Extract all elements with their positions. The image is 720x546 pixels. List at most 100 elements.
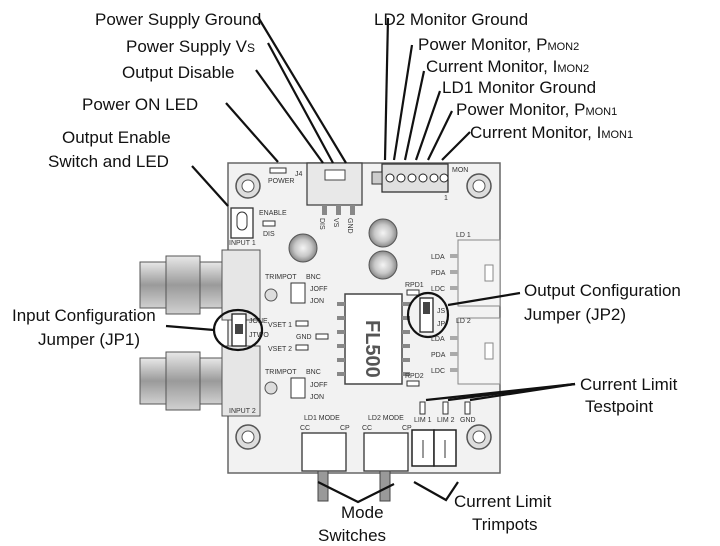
ld1-connector bbox=[450, 239, 501, 307]
ldc-label: LDC bbox=[431, 286, 445, 293]
lda-label: LDA bbox=[431, 254, 445, 261]
cc-label: CC bbox=[362, 425, 372, 432]
callout-output-config-1: Output Configuration bbox=[524, 281, 681, 300]
callout-output-disable: Output Disable bbox=[122, 63, 234, 82]
jp-label: JP bbox=[437, 321, 446, 328]
pda-label: PDA bbox=[431, 270, 446, 277]
ld1-label: LD 1 bbox=[456, 232, 471, 239]
ld1-mode-label: LD1 MODE bbox=[304, 415, 340, 422]
rpd2-resistor bbox=[406, 380, 420, 387]
mounting-hole bbox=[466, 173, 492, 199]
mounting-hole bbox=[235, 173, 261, 199]
callout-power-monitor-2: Power Monitor, PMON2 bbox=[418, 35, 579, 54]
joff-label: JOFF bbox=[310, 286, 328, 293]
callout-current-limit-tp-1: Current Limit bbox=[580, 375, 678, 394]
power-label: POWER bbox=[268, 178, 294, 185]
callout-output-enable-1: Output Enable bbox=[62, 128, 171, 147]
callout-power-on-led: Power ON LED bbox=[82, 95, 198, 114]
chip-label: FL500 bbox=[361, 320, 383, 378]
callout-output-config-2: Jumper (JP2) bbox=[524, 305, 626, 324]
callout-ld1-monitor-ground: LD1 Monitor Ground bbox=[442, 78, 596, 97]
testpoint bbox=[295, 344, 309, 351]
ld2-mode-label: LD2 MODE bbox=[368, 415, 404, 422]
dis-label: DIS bbox=[263, 231, 275, 238]
bnc-jumper-1 bbox=[290, 282, 306, 304]
capacitor bbox=[368, 218, 398, 248]
callout-power-supply-ground: Power Supply Ground bbox=[95, 10, 261, 29]
j4-label: J4 bbox=[295, 171, 303, 178]
callout-current-monitor-1: Current Monitor, IMON1 bbox=[470, 123, 633, 142]
trimpot-label: TRIMPOT bbox=[265, 274, 297, 281]
cp-label: CP bbox=[340, 425, 350, 432]
output-enable-switch bbox=[230, 207, 254, 239]
callout-power-monitor-1: Power Monitor, PMON1 bbox=[456, 100, 617, 119]
callout-mode-switches-1: Mode bbox=[341, 503, 384, 522]
lim1-testpoint bbox=[419, 401, 426, 415]
rpd1-label: RPD1 bbox=[405, 282, 424, 289]
lim2-label: LIM 2 bbox=[437, 417, 455, 424]
callout-ld2-monitor-ground: LD2 Monitor Ground bbox=[374, 10, 528, 29]
monitor-terminal-block bbox=[371, 163, 449, 193]
mon-label: MON bbox=[452, 167, 468, 174]
cp-label: CP bbox=[402, 425, 412, 432]
lim-gnd-label: GND bbox=[460, 417, 476, 424]
bnc-connector-input1 bbox=[139, 249, 261, 321]
pda-label: PDA bbox=[431, 352, 446, 359]
power-led bbox=[269, 167, 287, 174]
callout-input-config-1: Input Configuration bbox=[12, 306, 156, 325]
bnc-label: BNC bbox=[306, 369, 321, 376]
gnd-testpoint bbox=[464, 401, 471, 415]
js-label: JS bbox=[437, 308, 446, 315]
bnc-connector-input2 bbox=[139, 345, 261, 417]
callout-current-limit-tp-2: Testpoint bbox=[585, 397, 653, 416]
ld1-mode-switch bbox=[301, 432, 347, 502]
power-connector-j4 bbox=[306, 162, 363, 215]
vs-pin-label: VS bbox=[332, 218, 339, 228]
bnc-label: BNC bbox=[306, 274, 321, 281]
lim1-label: LIM 1 bbox=[414, 417, 432, 424]
jp1-shunt bbox=[235, 324, 243, 334]
trimpot-label: TRIMPOT bbox=[265, 369, 297, 376]
gnd-pin-label: GND bbox=[346, 218, 353, 234]
capacitor bbox=[288, 233, 318, 263]
testpoint bbox=[315, 333, 329, 340]
ld2-label: LD 2 bbox=[456, 318, 471, 325]
callout-current-limit-trim-2: Trimpots bbox=[472, 515, 538, 534]
jp2-shunt bbox=[423, 302, 430, 314]
mounting-hole bbox=[235, 424, 261, 450]
fl500-chip bbox=[337, 293, 410, 385]
callout-current-limit-trim-1: Current Limit bbox=[454, 492, 552, 511]
callout-power-supply-vs: Power Supply VS bbox=[126, 37, 255, 56]
jtwo-label: JTWO bbox=[249, 332, 269, 339]
mounting-hole bbox=[466, 424, 492, 450]
bnc-jumper-2 bbox=[290, 377, 306, 399]
ldc-label: LDC bbox=[431, 368, 445, 375]
enable-label: ENABLE bbox=[259, 210, 287, 217]
callout-input-config-2: Jumper (JP1) bbox=[38, 330, 140, 349]
cc-label: CC bbox=[300, 425, 310, 432]
testpoint bbox=[295, 320, 309, 327]
lda-label: LDA bbox=[431, 336, 445, 343]
gnd-testpoint-label: GND bbox=[296, 334, 312, 341]
callout-lines bbox=[165, 16, 576, 504]
callout-mode-switches-2: Switches bbox=[318, 526, 386, 545]
input2-label: INPUT 2 bbox=[229, 408, 256, 415]
input1-label: INPUT 1 bbox=[229, 240, 256, 247]
ld2-connector bbox=[450, 317, 501, 385]
pin-one-label: 1 bbox=[444, 195, 448, 202]
current-limit-trimpots bbox=[411, 429, 457, 467]
enable-led bbox=[262, 220, 276, 227]
joff-label: JOFF bbox=[310, 382, 328, 389]
trimpot bbox=[264, 288, 278, 302]
jp2-highlight bbox=[406, 291, 450, 339]
jon-label: JON bbox=[310, 394, 324, 401]
vset1-label: VSET 1 bbox=[268, 322, 292, 329]
trimpot bbox=[264, 381, 278, 395]
vset2-label: VSET 2 bbox=[268, 346, 292, 353]
dis-pin-label: DIS bbox=[318, 218, 325, 230]
ld2-mode-switch bbox=[363, 432, 409, 502]
callout-current-monitor-2: Current Monitor, IMON2 bbox=[426, 57, 589, 76]
jone-label: JONE bbox=[249, 318, 268, 325]
rpd2-label: RPD2 bbox=[405, 373, 424, 380]
